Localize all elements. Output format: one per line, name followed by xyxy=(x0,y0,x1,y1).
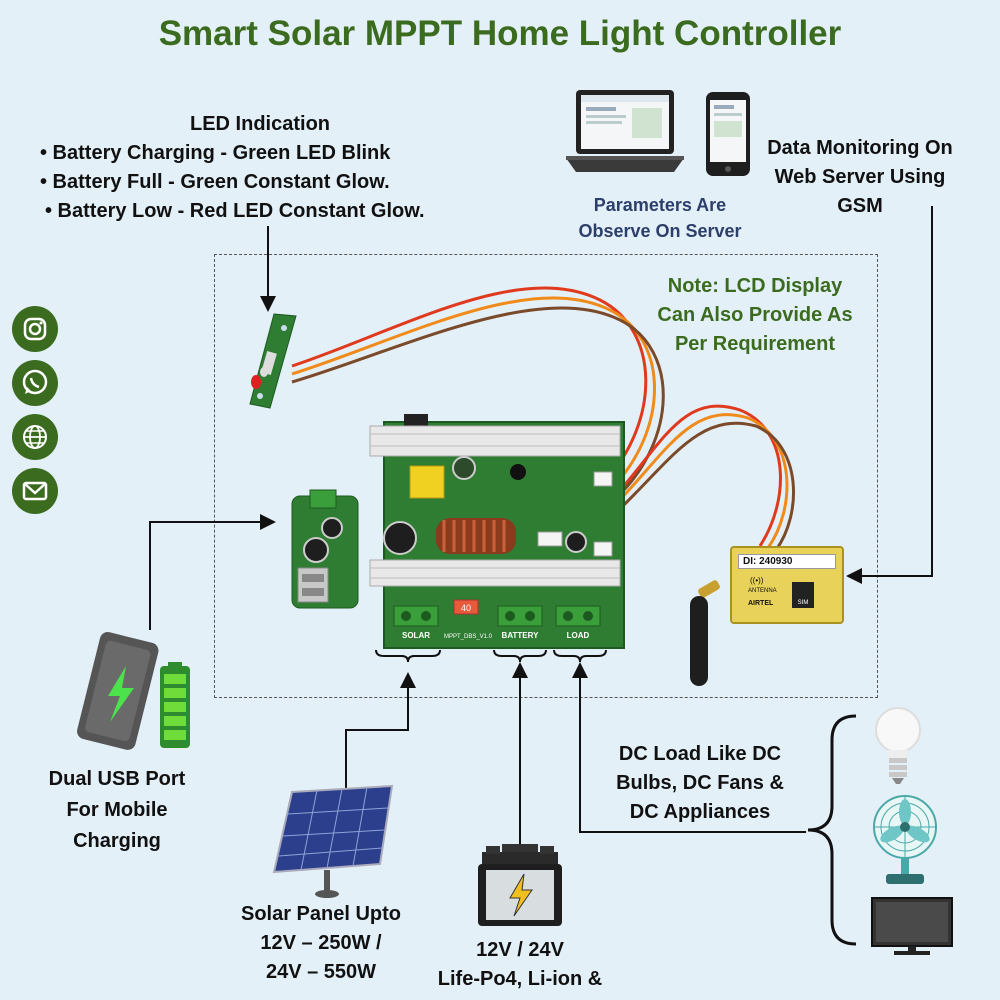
load-brace xyxy=(553,649,607,663)
data-monitoring-line: Web Server Using xyxy=(774,166,946,188)
solar-label-line: 24V – 550W xyxy=(265,961,377,983)
led-item-charging: • Battery Charging - Green LED Blink xyxy=(40,142,391,164)
tv-icon xyxy=(871,897,953,955)
load-label-line: DC Load Like DC xyxy=(618,743,782,765)
fan-icon xyxy=(873,795,937,884)
load-label-line: DC Appliances xyxy=(629,801,771,823)
gsm-device-id: DI: 240930 xyxy=(738,554,836,569)
lightning-icon xyxy=(509,873,533,917)
usb-label-line: For Mobile xyxy=(66,799,168,821)
data-monitoring-line: GSM xyxy=(837,195,883,217)
led-heading: LED Indication xyxy=(190,113,330,135)
server-caption-line: Parameters Are xyxy=(593,195,727,215)
usb-label-line: Charging xyxy=(73,830,161,852)
load-arrow xyxy=(572,662,806,833)
data-monitoring-label: Data Monitoring On Web Server Using GSM xyxy=(750,134,970,221)
solar-brace xyxy=(375,649,441,663)
phone-icon xyxy=(706,92,750,176)
lcd-note-line: Per Requirement xyxy=(674,333,836,355)
instagram-icon[interactable] xyxy=(12,306,58,352)
solar-terminal-label: SOLAR xyxy=(402,631,430,640)
led-indication: LED Indication • Battery Charging - Gree… xyxy=(0,110,520,226)
controller-dashed-box xyxy=(214,254,878,698)
led-board xyxy=(249,313,297,409)
mail-icon[interactable] xyxy=(12,468,58,514)
lcd-note: Note: LCD Display Can Also Provide As Pe… xyxy=(630,272,880,359)
server-caption: Parameters Are Observe On Server xyxy=(560,192,760,244)
usb-label-line: Dual USB Port xyxy=(48,768,186,790)
board-model-label: MPPT_DBS_V1.0 xyxy=(444,634,493,640)
airtel-label: AIRTEL xyxy=(748,600,774,607)
mobile-charging-icon xyxy=(77,632,190,750)
mppt-controller-board: 40 SOLAR MPPT_DBS_V1.0 BATTERY LOAD xyxy=(369,414,625,649)
solar-label-line: 12V – 250W / xyxy=(260,932,382,954)
load-terminal-label: LOAD xyxy=(567,631,590,640)
gsm-module: DI: 240930 ((•)) ANTENNA AIRTEL SIM xyxy=(730,546,844,624)
laptop-icon xyxy=(566,90,684,172)
battery-label-line: Life-Po4, Li-ion & xyxy=(437,968,603,990)
led-item-full: • Battery Full - Green Constant Glow. xyxy=(40,171,390,193)
antenna-indicator-icon: ((•)) xyxy=(750,576,764,585)
load-brace-large xyxy=(807,714,857,946)
page-title: Smart Solar MPPT Home Light Controller xyxy=(158,14,842,53)
usb-board xyxy=(291,489,359,609)
usb-label: Dual USB Port For Mobile Charging xyxy=(22,764,212,857)
battery-terminal-label: BATTERY xyxy=(502,631,540,640)
usb-arrow xyxy=(149,514,276,630)
gsm-arrow xyxy=(846,206,933,584)
red-led xyxy=(251,375,261,389)
battery-icon xyxy=(478,844,562,926)
battery-brace xyxy=(493,649,547,663)
solar-label: Solar Panel Upto 12V – 250W / 24V – 550W xyxy=(226,900,416,987)
server-caption-line: Observe On Server xyxy=(578,221,742,241)
data-monitoring-line: Data Monitoring On xyxy=(767,137,953,159)
lcd-note-line: Can Also Provide As xyxy=(657,304,853,326)
solar-label-line: Solar Panel Upto xyxy=(240,903,402,925)
bulb-icon xyxy=(875,707,921,784)
battery-label: 12V / 24V Life-Po4, Li-ion & xyxy=(410,936,630,994)
led-item-low: • Battery Low - Red LED Constant Glow. xyxy=(45,200,425,222)
whatsapp-icon[interactable] xyxy=(12,360,58,406)
load-label: DC Load Like DC Bulbs, DC Fans & DC Appl… xyxy=(600,740,800,827)
load-label-line: Bulbs, DC Fans & xyxy=(616,772,784,794)
antenna-label: ANTENNA xyxy=(748,588,777,594)
lcd-note-line: Note: LCD Display xyxy=(667,275,843,297)
solar-arrow xyxy=(345,672,416,792)
battery-label-line: 12V / 24V xyxy=(476,939,564,961)
globe-icon[interactable] xyxy=(12,414,58,460)
gsm-antenna xyxy=(690,580,720,686)
fuse-label: 40 xyxy=(461,603,471,613)
sim-slot: SIM xyxy=(792,582,814,608)
solar-panel-icon xyxy=(272,784,394,898)
lightning-icon xyxy=(108,666,134,722)
